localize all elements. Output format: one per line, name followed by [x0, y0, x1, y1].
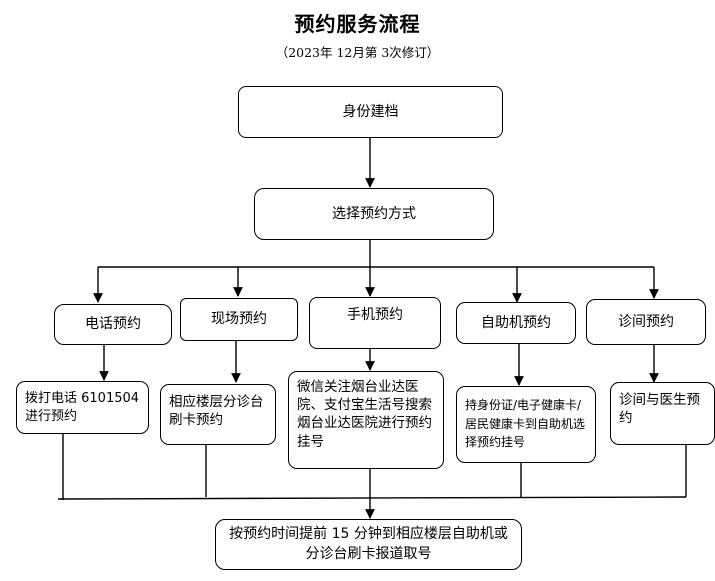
option-phone-booking: 电话预约: [54, 304, 172, 345]
detail-kiosk: 持身份证/电子健康卡/居民健康卡到自助机选择预约挂号: [456, 386, 596, 463]
detail-phone: 拨打电话 6101504 进行预约: [16, 381, 149, 434]
page-title: 预约服务流程: [294, 12, 421, 36]
step-identity-filing: 身份建档: [238, 86, 503, 138]
revision-subtitle: （2023年 12月第 3次修订）: [275, 45, 440, 60]
step-final-checkin: 按预约时间提前 15 分钟到相应楼层自助机或分诊台刷卡报道取号: [215, 519, 522, 570]
option-onsite-booking: 现场预约: [180, 298, 298, 341]
detail-onsite: 相应楼层分诊台刷卡预约: [160, 384, 276, 445]
merge-bar: [57, 496, 687, 500]
detail-clinic: 诊间与医生预约: [610, 382, 715, 445]
option-kiosk-booking: 自助机预约: [456, 302, 576, 344]
step-choose-method: 选择预约方式: [254, 188, 494, 240]
detail-mobile: 微信关注烟台业达医院、支付宝生活号搜索烟台业达医院进行预约挂号: [288, 371, 444, 469]
option-mobile-booking: 手机预约: [309, 297, 441, 349]
option-clinic-booking: 诊间预约: [586, 299, 706, 345]
